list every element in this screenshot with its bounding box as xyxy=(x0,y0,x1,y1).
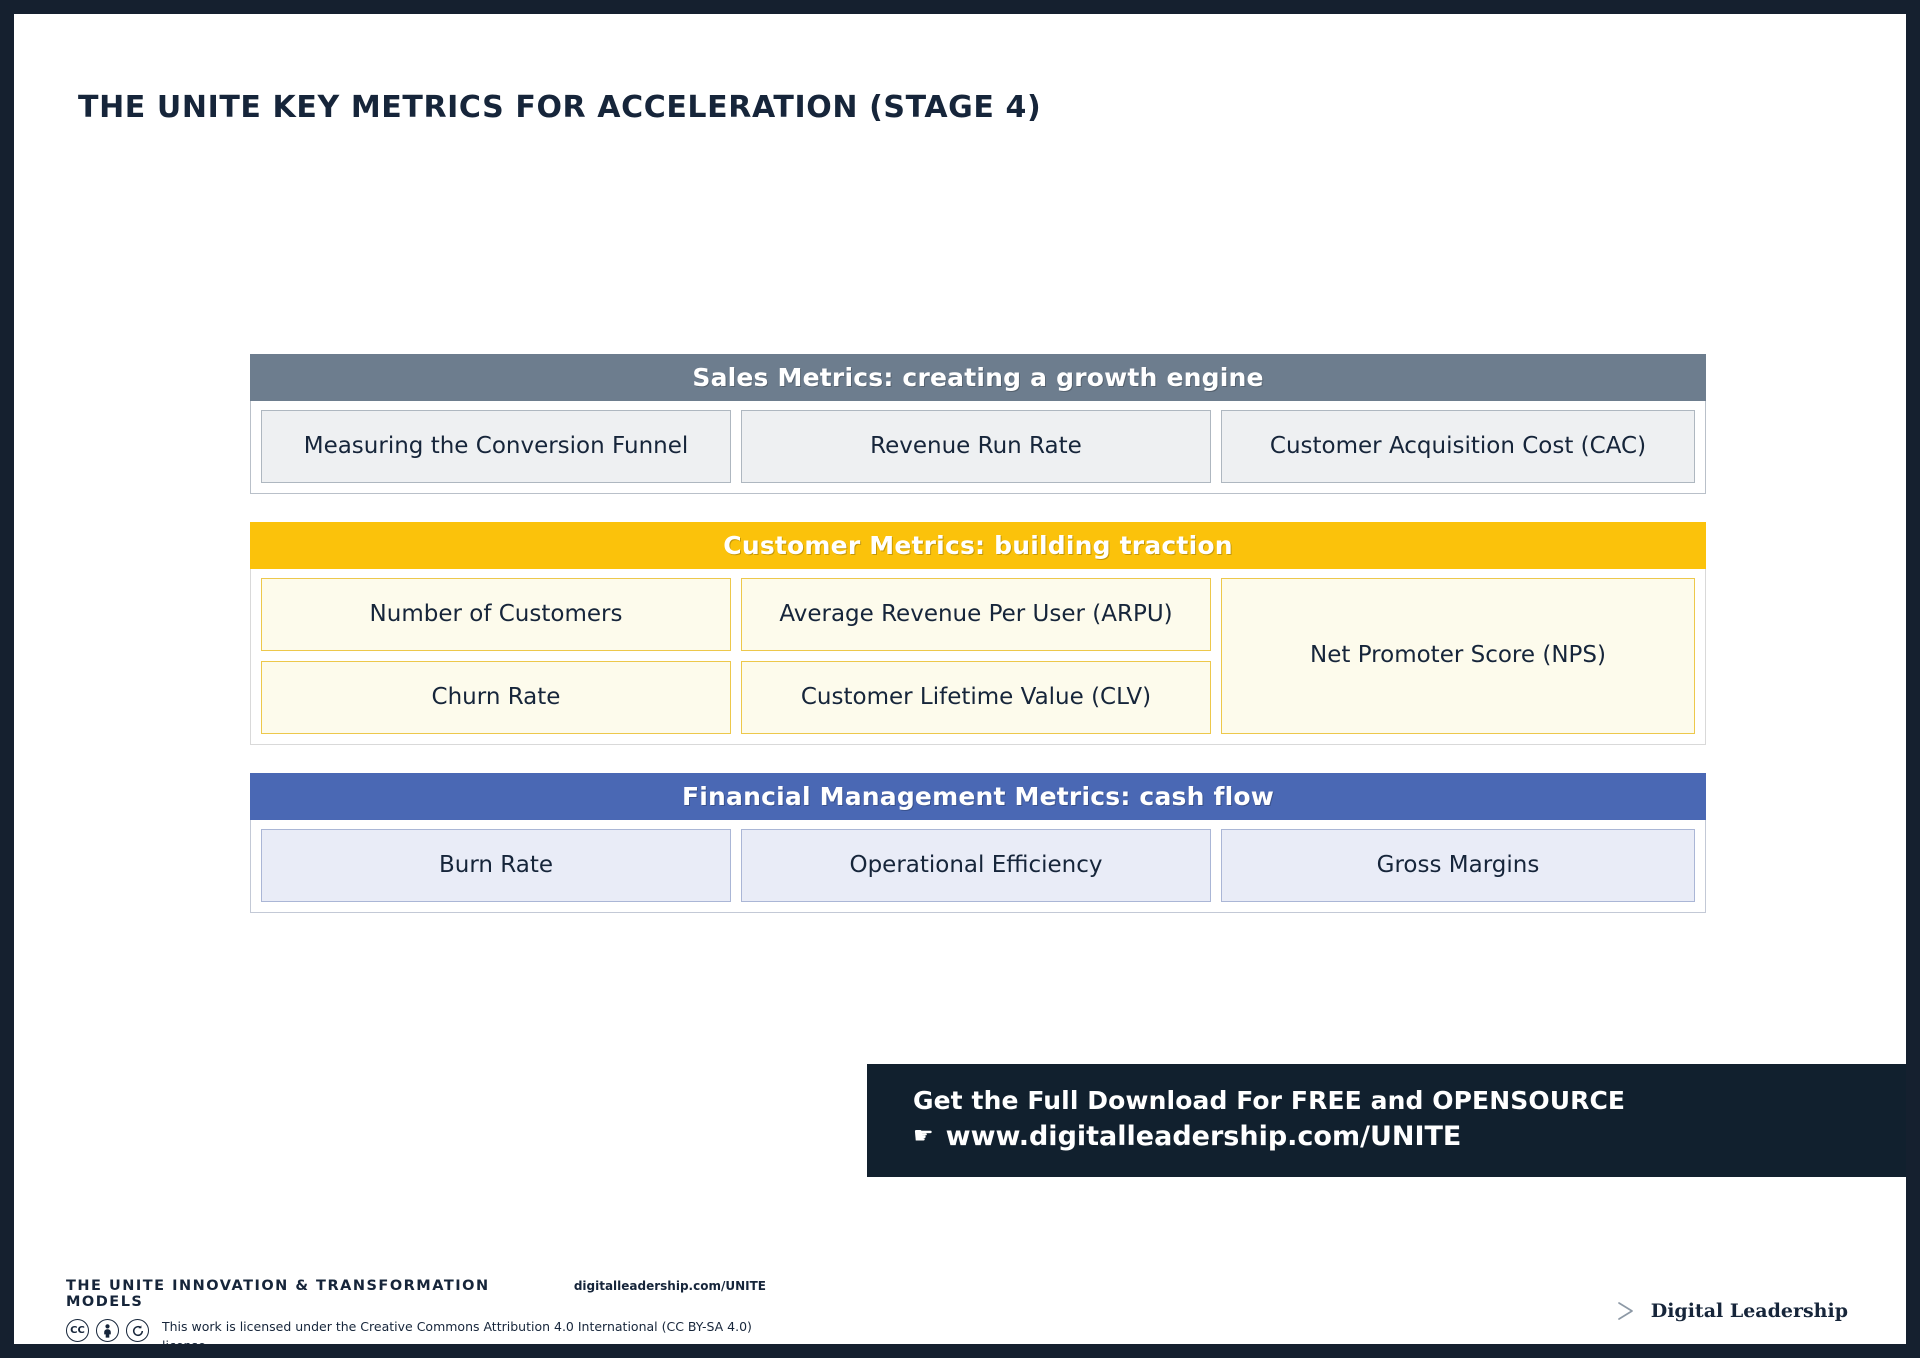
section-financial-metrics: Financial Management Metrics: cash flow … xyxy=(250,773,1706,913)
footer-left: THE UNITE INNOVATION & TRANSFORMATION MO… xyxy=(66,1278,766,1344)
download-cta-banner[interactable]: Get the Full Download For FREE and OPENS… xyxy=(867,1064,1906,1177)
slide-canvas: THE UNITE KEY METRICS FOR ACCELERATION (… xyxy=(14,14,1906,1344)
section-sales-metrics: Sales Metrics: creating a growth engine … xyxy=(250,354,1706,494)
license-line: This work is licensed under the Creative… xyxy=(162,1319,752,1344)
cc-sa-share-alike-icon xyxy=(126,1319,149,1342)
footer-brand-row: THE UNITE INNOVATION & TRANSFORMATION MO… xyxy=(66,1278,766,1310)
metric-box-revenue-run-rate[interactable]: Revenue Run Rate xyxy=(741,410,1211,483)
financial-column-3: Gross Margins xyxy=(1221,829,1695,902)
cta-headline: Get the Full Download For FREE and OPENS… xyxy=(913,1086,1626,1115)
section-header-customer: Customer Metrics: building traction xyxy=(250,522,1706,569)
metric-box-arpu[interactable]: Average Revenue Per User (ARPU) xyxy=(741,578,1211,651)
chevron-right-icon xyxy=(1617,1302,1633,1320)
metric-box-customer-acquisition-cost[interactable]: Customer Acquisition Cost (CAC) xyxy=(1221,410,1695,483)
sales-column-1: Measuring the Conversion Funnel xyxy=(261,410,731,483)
logo-text: Digital Leadership xyxy=(1650,1300,1848,1322)
footer-license-text: This work is licensed under the Creative… xyxy=(162,1317,766,1344)
metrics-diagram: Sales Metrics: creating a growth engine … xyxy=(250,354,1706,913)
metric-box-conversion-funnel[interactable]: Measuring the Conversion Funnel xyxy=(261,410,731,483)
metric-box-churn-rate[interactable]: Churn Rate xyxy=(261,661,731,734)
cc-icon: CC xyxy=(66,1319,89,1342)
sales-column-2: Revenue Run Rate xyxy=(741,410,1211,483)
financial-column-2: Operational Efficiency xyxy=(741,829,1211,902)
section-body-sales: Measuring the Conversion Funnel Revenue … xyxy=(250,401,1706,494)
creative-commons-icons: CC xyxy=(66,1317,149,1342)
metric-box-operational-efficiency[interactable]: Operational Efficiency xyxy=(741,829,1211,902)
metric-box-clv[interactable]: Customer Lifetime Value (CLV) xyxy=(741,661,1211,734)
section-body-customer: Number of Customers Churn Rate Average R… xyxy=(250,569,1706,745)
cta-url[interactable]: www.digitalleadership.com/UNITE xyxy=(945,1121,1462,1152)
cc-by-person-icon xyxy=(96,1319,119,1342)
digital-leadership-logo: Digital Leadership xyxy=(1616,1300,1848,1322)
footer-url[interactable]: digitalleadership.com/UNITE xyxy=(573,1279,766,1293)
customer-column-1: Number of Customers Churn Rate xyxy=(261,578,731,734)
section-header-sales: Sales Metrics: creating a growth engine xyxy=(250,354,1706,401)
section-body-financial: Burn Rate Operational Efficiency Gross M… xyxy=(250,820,1706,913)
pointing-hand-icon: ☛ xyxy=(913,1123,934,1149)
sales-column-3: Customer Acquisition Cost (CAC) xyxy=(1221,410,1695,483)
section-header-financial: Financial Management Metrics: cash flow xyxy=(250,773,1706,820)
metric-box-burn-rate[interactable]: Burn Rate xyxy=(261,829,731,902)
page-title: THE UNITE KEY METRICS FOR ACCELERATION (… xyxy=(78,90,1042,125)
financial-column-1: Burn Rate xyxy=(261,829,731,902)
metric-box-gross-margins[interactable]: Gross Margins xyxy=(1221,829,1695,902)
metric-box-number-of-customers[interactable]: Number of Customers xyxy=(261,578,731,651)
section-customer-metrics: Customer Metrics: building traction Numb… xyxy=(250,522,1706,745)
cta-url-row[interactable]: ☛ www.digitalleadership.com/UNITE xyxy=(913,1121,1906,1152)
metric-box-nps[interactable]: Net Promoter Score (NPS) xyxy=(1221,578,1695,734)
customer-column-3: Net Promoter Score (NPS) xyxy=(1221,578,1695,734)
footer-license-row: CC This work is xyxy=(66,1317,766,1344)
footer-brand-text: THE UNITE INNOVATION & TRANSFORMATION MO… xyxy=(66,1278,490,1310)
customer-column-2: Average Revenue Per User (ARPU) Customer… xyxy=(741,578,1211,734)
